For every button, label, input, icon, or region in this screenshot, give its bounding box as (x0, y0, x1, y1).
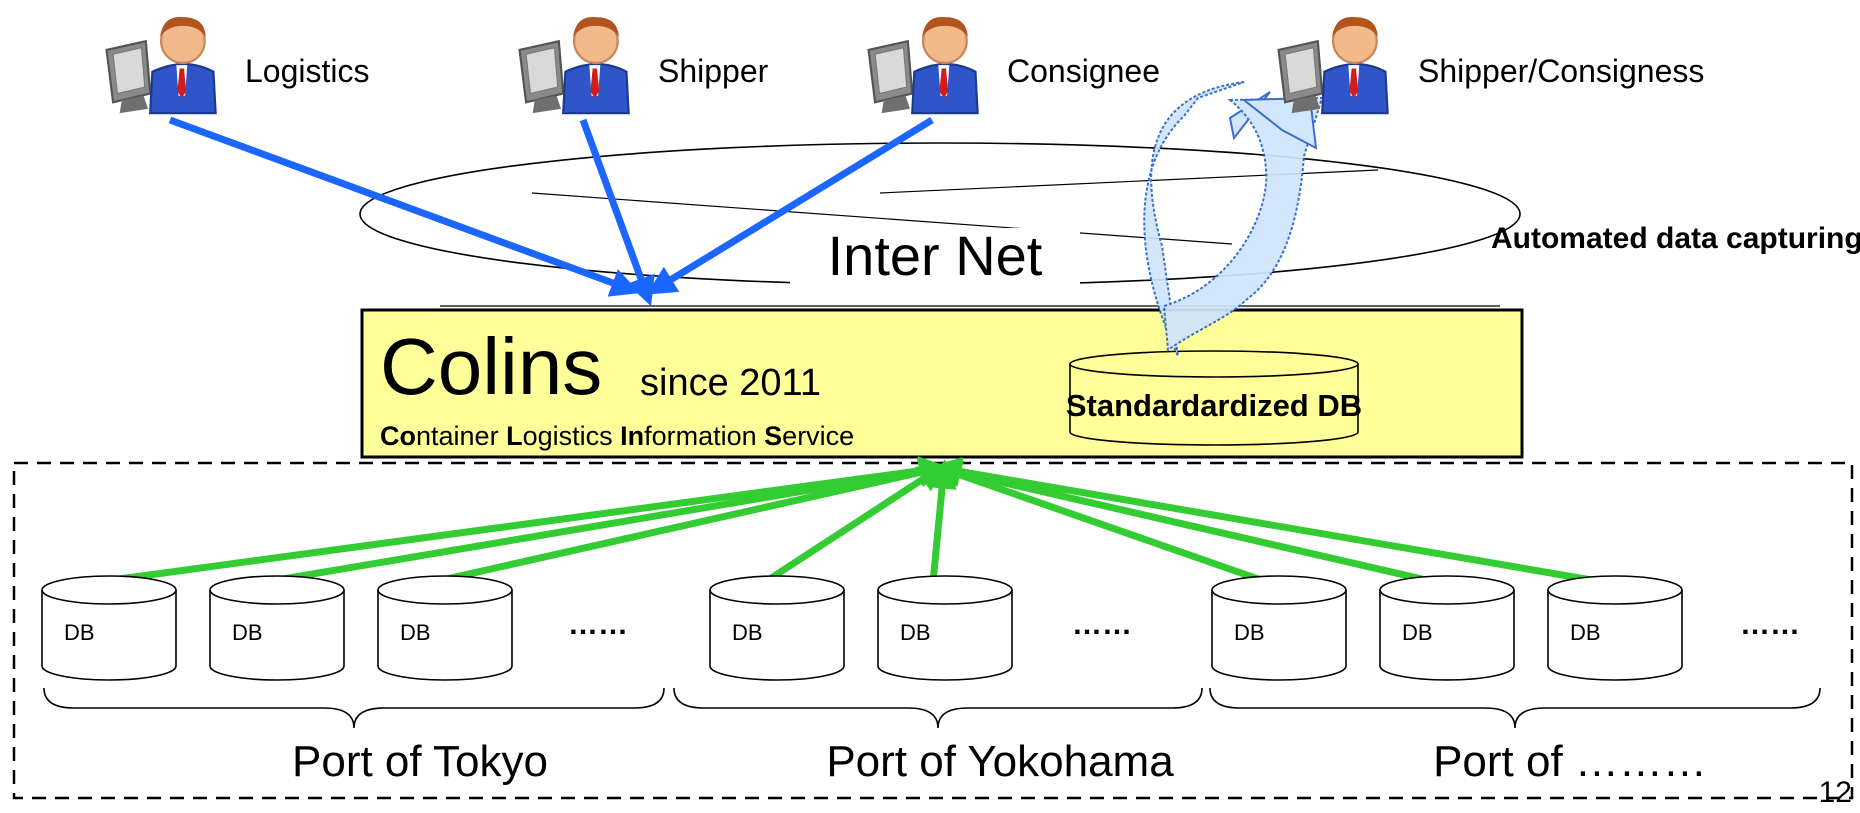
port-db-cylinder: DB (709, 575, 845, 681)
db-label: DB (900, 620, 931, 645)
port-brace (43, 687, 665, 729)
arrow-port-db-to-colins (264, 456, 949, 586)
user-shipper-consigness: Shipper/Consigness (1277, 15, 1704, 115)
standardized-db-cylinder: Standardardized DB (1066, 350, 1362, 446)
arrow-port-db-to-colins (432, 458, 949, 586)
port-label: Port of Tokyo (292, 737, 548, 786)
port-label: Port of Yokohama (826, 737, 1174, 786)
expansion-rest: ervice (782, 421, 854, 451)
user-label-logistics: Logistics (245, 53, 370, 89)
expansion-initial: S (757, 421, 783, 451)
arrow-port-db-to-colins (927, 459, 957, 583)
db-label: DB (64, 620, 95, 645)
user-label-shipper: Shipper (658, 53, 769, 89)
colins-expansion: Container Logistics Information Service (380, 421, 854, 451)
db-label: DB (1570, 620, 1601, 645)
port-brace (1209, 687, 1821, 729)
port-brace (673, 687, 1203, 729)
port-group: DB DB …… Port of Yokohama (673, 459, 1203, 786)
arrow-port-db-to-colins (96, 456, 949, 586)
user-logistics: Logistics (105, 15, 370, 115)
more-dbs-ellipsis: …… (1072, 608, 1132, 641)
arrow-port-db-to-colins (931, 457, 1604, 586)
arrow-logistics-to-colins (168, 116, 641, 297)
port-db-cylinder: DB (877, 575, 1013, 681)
user-shipper: Shipper (518, 15, 769, 115)
db-label: DB (232, 620, 263, 645)
db-label: DB (400, 620, 431, 645)
user-label-consignee: Consignee (1007, 53, 1160, 89)
port-db-cylinder: DB (1211, 575, 1347, 681)
arrow-consignee-to-colins (646, 117, 934, 295)
arrow-port-db-to-colins (763, 463, 948, 585)
arrow-shipper-to-colins (579, 118, 655, 307)
expansion-rest: ntainer (416, 421, 499, 451)
expansion-rest: ogistics (523, 421, 613, 451)
port-db-cylinder: DB (1379, 575, 1515, 681)
port-db-cylinder: DB (41, 575, 177, 681)
automation-label: Automated data capturing (1491, 222, 1860, 255)
expansion-rest: formation (644, 421, 757, 451)
expansion-initial: In (613, 421, 645, 451)
colins-since: since 2011 (640, 362, 821, 404)
page-number: 12 (1819, 776, 1852, 808)
db-label: DB (1402, 620, 1433, 645)
more-dbs-ellipsis: …… (568, 608, 628, 641)
internet-label: Inter Net (828, 224, 1043, 287)
user-computer-icon (867, 15, 979, 115)
port-region-border (12, 461, 1854, 800)
colins-title: Colins (380, 322, 602, 411)
internet-line (531, 192, 1233, 245)
user-consignee: Consignee (867, 15, 1160, 115)
db-label: DB (732, 620, 763, 645)
port-db-cylinder: DB (377, 575, 513, 681)
db-label: DB (1234, 620, 1265, 645)
standardized-db-label: Standardardized DB (1066, 388, 1362, 423)
port-group: DB DB DB …… Port of ……… (931, 457, 1821, 786)
port-layer: DB DB DB …… Port of Tokyo DB DB …… Port of Yokoh… (41, 456, 1821, 786)
user-computer-icon (105, 15, 217, 115)
port-db-cylinder: DB (1547, 575, 1683, 681)
user-computer-icon (1277, 15, 1389, 115)
internet-label-bg (790, 228, 1080, 298)
user-computer-icon (518, 15, 630, 115)
port-group: DB DB DB …… Port of Tokyo (41, 456, 949, 786)
expansion-initial: L (499, 421, 523, 451)
port-label: Port of ……… (1433, 737, 1707, 786)
more-dbs-ellipsis: …… (1740, 608, 1800, 641)
arrow-port-db-to-colins (931, 458, 1436, 586)
user-label-shipper-consigness: Shipper/Consigness (1418, 53, 1704, 89)
expansion-initial: Co (380, 421, 416, 451)
port-db-cylinder: DB (209, 575, 345, 681)
arrow-port-db-to-colins (931, 460, 1269, 586)
